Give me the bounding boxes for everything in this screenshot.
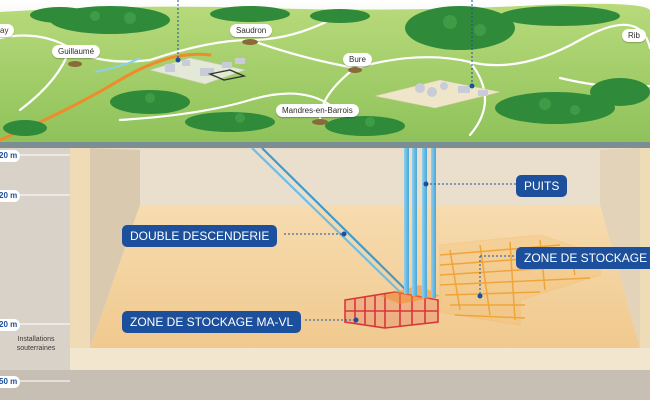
installations-label-line2: souterraines [4, 344, 68, 353]
callout-zone-stockage-mavl: ZONE DE STOCKAGE MA-VL [122, 311, 301, 333]
depth-tag-1: 20 m [0, 150, 20, 162]
marker-dot-left [176, 58, 181, 63]
village-label-guillaume: Guillaumé [52, 45, 100, 58]
depth-scale-bar [0, 148, 70, 400]
callout-double-descenderie: DOUBLE DESCENDERIE [122, 225, 277, 247]
depth-tag-2: 20 m [0, 190, 20, 202]
installations-label-line1: Installations [4, 335, 68, 344]
surface-edge [0, 142, 650, 148]
marker-dot-right [470, 84, 475, 89]
callout-puits: PUITS [516, 175, 567, 197]
village-label-bure: Bure [343, 53, 372, 66]
village-label-mandres: Mandres-en-Barrois [276, 104, 359, 117]
village-label-rib: Rib [622, 29, 646, 42]
lower-layer [0, 370, 650, 400]
callout-zone-stockage-hal: ZONE DE STOCKAGE [516, 247, 650, 269]
village-label-saudron: Saudron [230, 24, 272, 37]
installations-souterraines-label: Installations souterraines [4, 335, 68, 353]
depth-tag-4: 50 m [0, 376, 20, 388]
depth-tag-3: 20 m [0, 319, 20, 331]
host-layer [70, 348, 650, 370]
